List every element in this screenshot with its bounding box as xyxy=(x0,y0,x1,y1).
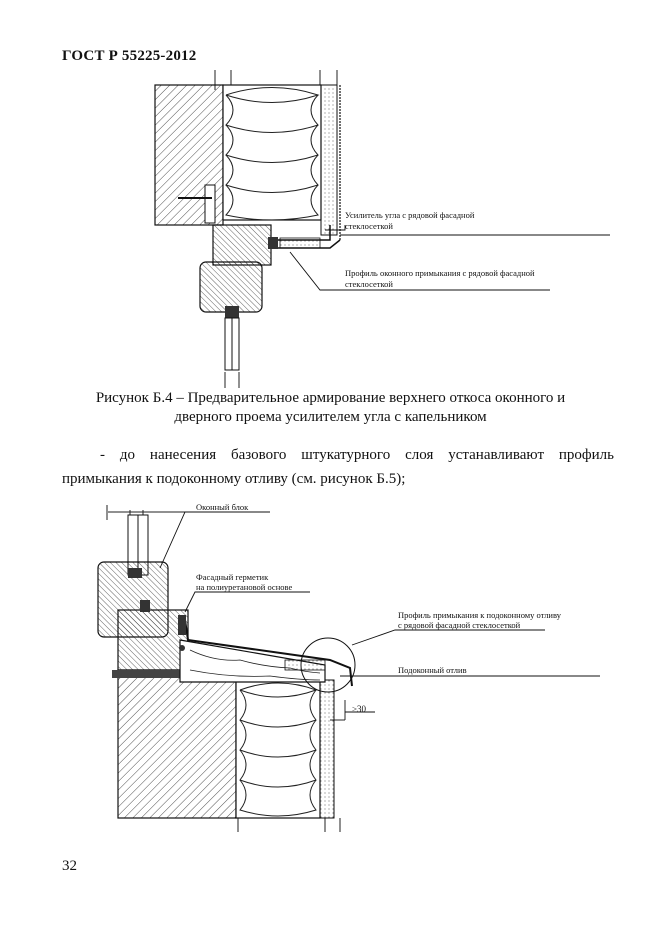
label-window-sill: Подоконный отлив xyxy=(398,665,467,675)
label-dimension: ≥30 xyxy=(352,704,366,714)
document-header: ГОСТ Р 55225-2012 xyxy=(62,48,197,64)
body-paragraph: - до нанесения базового штукатурного сло… xyxy=(62,443,614,491)
label-window-profile: Профиль оконного примыкания с рядовой фа… xyxy=(345,268,535,289)
paragraph-line-2: примыкания к подоконному отливу (см. рис… xyxy=(62,471,406,487)
label-facade-sealant-1: Фасадный герметик xyxy=(196,572,269,582)
paragraph-line-1: - до нанесения базового штукатурного сло… xyxy=(100,447,614,463)
label-sill-profile-2: с рядовой фасадной стеклосеткой xyxy=(398,620,521,630)
page-number: 32 xyxy=(62,858,77,874)
figure-b4-caption: Рисунок Б.4 – Предварительное армировани… xyxy=(60,389,601,427)
figure-b4-drawing xyxy=(154,70,610,388)
label-window-block: Оконный блок xyxy=(196,502,249,512)
label-sill-profile-1: Профиль примыкания к подоконному отливу xyxy=(398,610,561,620)
label-facade-sealant-2: на полиуретановой основе xyxy=(196,582,293,592)
caption-line-1: Рисунок Б.4 – Предварительное армировани… xyxy=(95,390,566,406)
caption-line-2: дверного проема усилителем угла с капель… xyxy=(174,409,487,425)
label-corner-reinforcement: Усилитель угла с рядовой фасадной стекло… xyxy=(345,210,475,231)
